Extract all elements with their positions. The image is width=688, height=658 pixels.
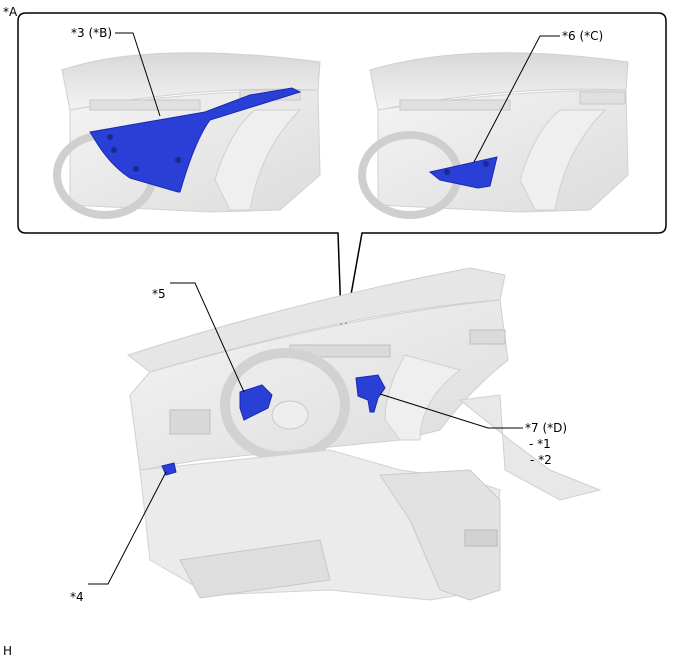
left-inset-dashboard [53, 52, 321, 219]
label-part-7-sub1: - *1 [529, 437, 551, 451]
part-3-highlight [89, 87, 302, 193]
part-6-highlight [428, 156, 498, 189]
leader-part-7 [379, 393, 523, 429]
label-part-5: *5 [152, 287, 166, 301]
label-part-4: *4 [70, 590, 84, 604]
label-part-7-sub2: - *2 [530, 453, 552, 467]
part-7-highlight [355, 374, 386, 413]
leader-part-6 [473, 35, 560, 163]
figure-corner-label: *A [3, 5, 18, 19]
leader-part-3 [115, 32, 161, 117]
figure-footer-label: H [3, 644, 13, 658]
main-dashboard-view [126, 267, 602, 601]
label-part-3: *3 (*B) [71, 26, 113, 40]
leader-part-5 [170, 282, 245, 393]
label-part-7: *7 (*D) [525, 421, 568, 435]
leader-part-4 [88, 471, 167, 585]
right-inset-dashboard [358, 52, 629, 219]
label-part-6: *6 (*C) [562, 29, 604, 43]
part-5-highlight [239, 384, 273, 421]
